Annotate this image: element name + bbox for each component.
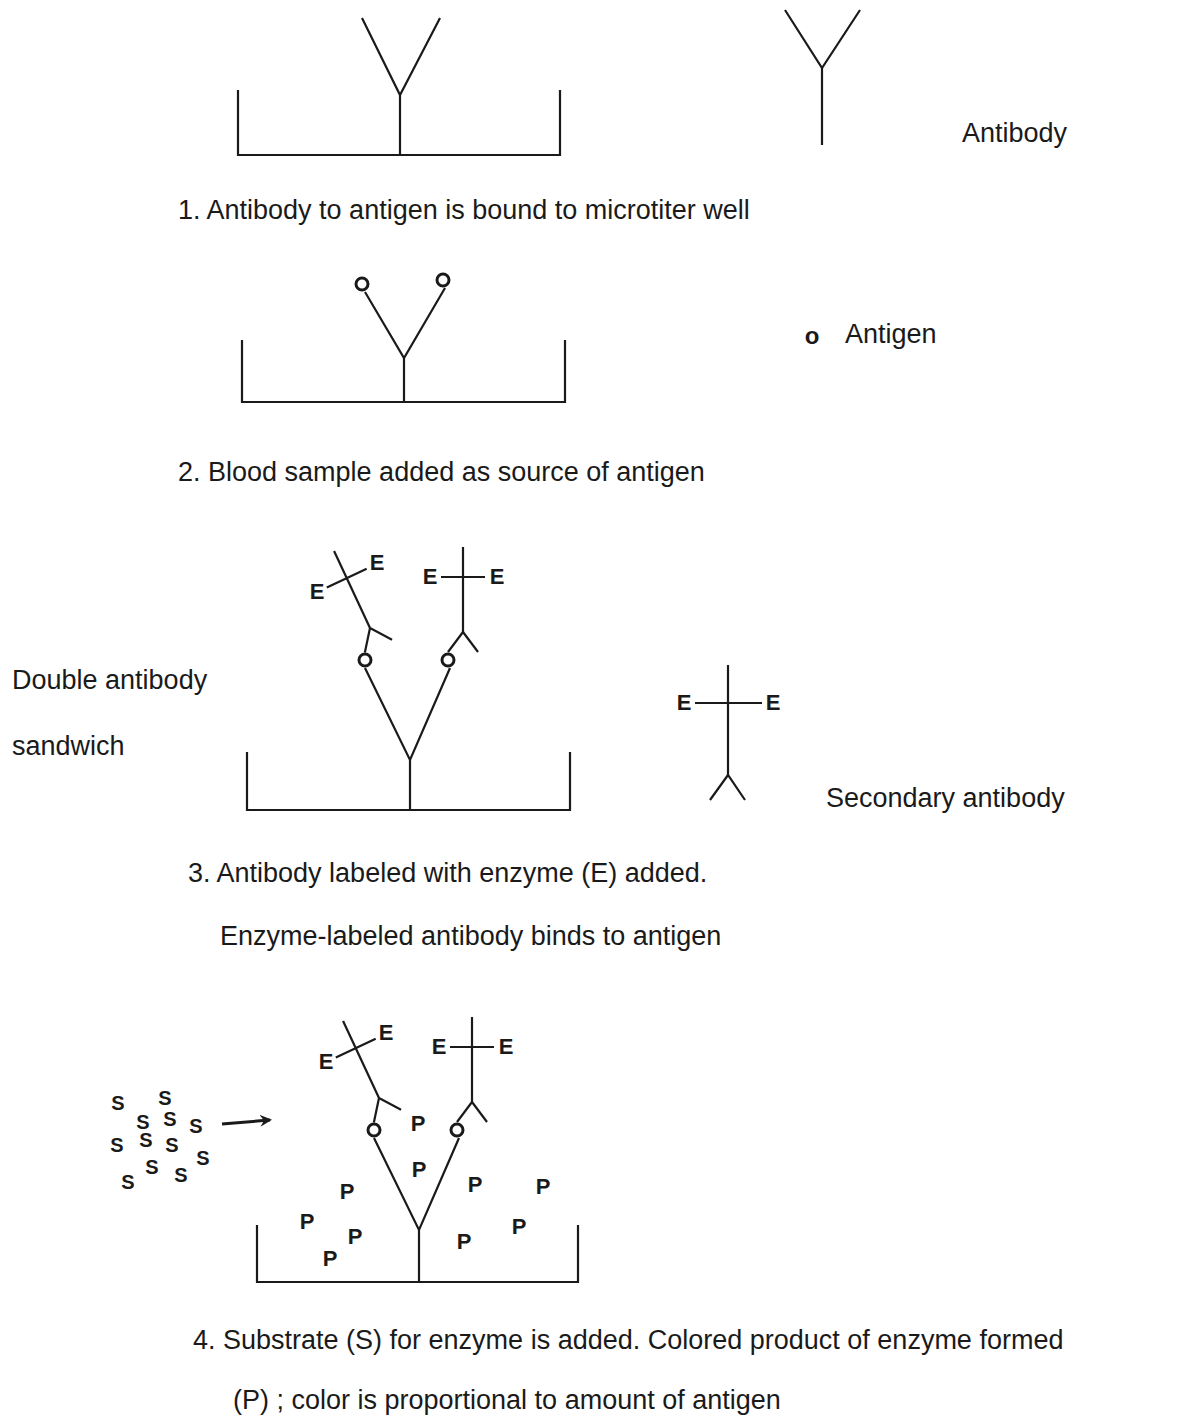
side-label: Double antibody sandwich bbox=[12, 647, 242, 779]
secondary-antibody bbox=[450, 1017, 494, 1122]
secondary-antibody-arms bbox=[710, 775, 745, 800]
product-symbol: P bbox=[300, 1209, 315, 1235]
antigen bbox=[451, 1124, 463, 1136]
product-symbol: P bbox=[411, 1111, 426, 1137]
enzyme-crossbar bbox=[695, 702, 762, 704]
product-symbol: P bbox=[468, 1172, 483, 1198]
enzyme-label: E bbox=[432, 1034, 447, 1060]
product-symbol: P bbox=[348, 1224, 363, 1250]
secondary-antibody bbox=[314, 542, 398, 656]
substrate-symbol: S bbox=[121, 1170, 134, 1194]
antigen bbox=[437, 274, 449, 286]
enzyme-label: E bbox=[319, 1049, 334, 1075]
product-symbol: P bbox=[412, 1157, 427, 1183]
product-symbol: P bbox=[512, 1214, 527, 1240]
antibody-stem bbox=[821, 68, 823, 145]
antibody-stem bbox=[399, 95, 401, 155]
product-symbol: P bbox=[323, 1246, 338, 1272]
antibody-arms bbox=[374, 1138, 459, 1230]
enzyme-label: E bbox=[766, 690, 781, 716]
antibody-arms bbox=[365, 668, 450, 760]
product-symbol: P bbox=[536, 1174, 551, 1200]
part-label: Secondary antibody bbox=[826, 782, 1065, 814]
antibody-arms bbox=[785, 10, 860, 68]
enzyme-label: E bbox=[490, 564, 505, 590]
step-caption: 2. Blood sample added as source of antig… bbox=[178, 456, 705, 488]
step-caption: Enzyme-labeled antibody binds to antigen bbox=[220, 920, 721, 952]
substrate-symbol: S bbox=[189, 1114, 202, 1138]
microtiter-well bbox=[238, 90, 560, 155]
antigen bbox=[368, 1124, 380, 1136]
antibody-arms bbox=[362, 18, 440, 95]
antigen-symbol: o bbox=[805, 322, 820, 351]
microtiter-well bbox=[247, 752, 570, 810]
step-caption: 1. Antibody to antigen is bound to micro… bbox=[178, 194, 750, 226]
enzyme-label: E bbox=[379, 1020, 394, 1046]
substrate-symbol: S bbox=[174, 1163, 187, 1187]
part-label: Antigen bbox=[845, 318, 937, 350]
sandwich-step-4 bbox=[257, 1012, 578, 1282]
enzyme-label: E bbox=[310, 579, 325, 605]
step-caption: (P) ; color is proportional to amount of… bbox=[233, 1384, 781, 1416]
antibody-stem bbox=[403, 358, 405, 402]
enzyme-label: E bbox=[370, 550, 385, 576]
product-symbol: P bbox=[457, 1229, 472, 1255]
enzyme-label: E bbox=[677, 690, 692, 716]
substrate-symbol: S bbox=[165, 1133, 178, 1157]
sandwich-step-3 bbox=[247, 542, 570, 810]
substrate-symbol: S bbox=[196, 1146, 209, 1170]
part-label: Antibody bbox=[962, 117, 1067, 149]
secondary-antibody bbox=[441, 547, 485, 652]
product-symbol: P bbox=[340, 1179, 355, 1205]
step-caption: 4. Substrate (S) for enzyme is added. Co… bbox=[193, 1324, 1063, 1356]
substrate-symbol: S bbox=[158, 1086, 171, 1110]
step-caption: 3. Antibody labeled with enzyme (E) adde… bbox=[188, 857, 707, 889]
antigen bbox=[359, 654, 371, 666]
antigen bbox=[356, 278, 368, 290]
antigen bbox=[442, 654, 454, 666]
substrate-symbol: S bbox=[139, 1128, 152, 1152]
substrate-symbol: S bbox=[111, 1091, 124, 1115]
antibody-stem bbox=[409, 760, 411, 810]
substrate-symbol: S bbox=[145, 1155, 158, 1179]
secondary-antibody bbox=[323, 1012, 407, 1126]
antibody-stem bbox=[418, 1230, 420, 1282]
secondary-antibody-stem bbox=[727, 665, 729, 775]
enzyme-label: E bbox=[423, 564, 438, 590]
microtiter-well bbox=[242, 340, 565, 402]
substrate-arrow bbox=[222, 1120, 270, 1124]
enzyme-label: E bbox=[499, 1034, 514, 1060]
antibody-arms bbox=[365, 288, 445, 358]
substrate-symbol: S bbox=[163, 1107, 176, 1131]
substrate-symbol: S bbox=[110, 1133, 123, 1157]
